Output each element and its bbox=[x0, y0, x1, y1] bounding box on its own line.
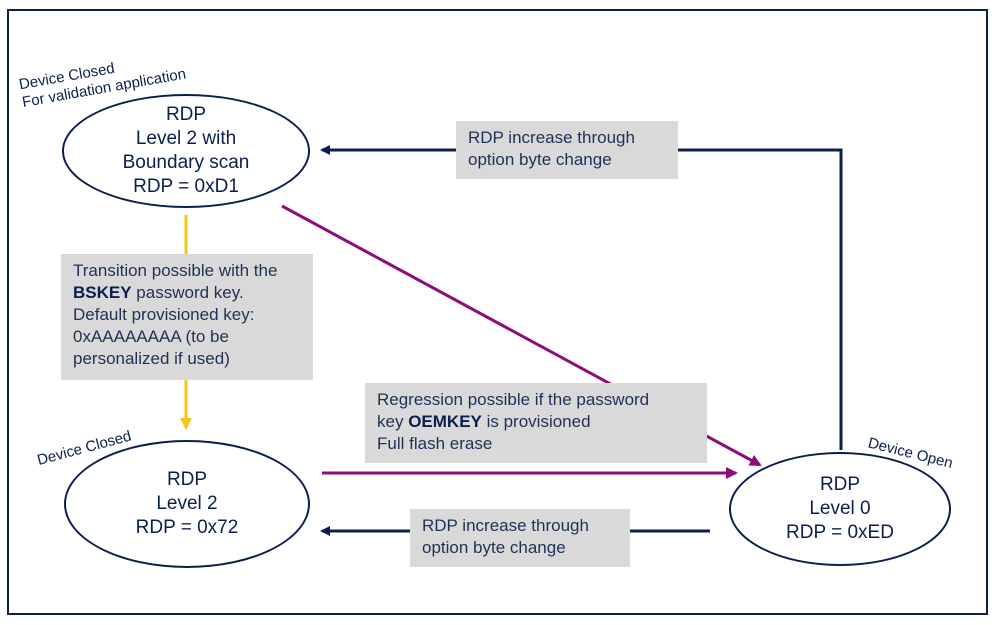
diagram-frame bbox=[7, 9, 988, 615]
state-line: Level 0 bbox=[809, 498, 871, 519]
state-level0: RDP Level 0 RDP = 0xED bbox=[729, 452, 951, 566]
note-line: Default provisioned key: bbox=[73, 305, 255, 324]
note-line: BSKEY password key. bbox=[73, 282, 301, 304]
note-line: Transition possible with the bbox=[73, 261, 278, 280]
oemkey-label: OEMKEY bbox=[408, 412, 482, 431]
state-line: RDP = 0x72 bbox=[135, 517, 239, 538]
note-line: personalized if used) bbox=[73, 349, 230, 368]
note-bottom-increase: RDP increase through option byte change bbox=[410, 509, 630, 567]
note-line: Full flash erase bbox=[377, 434, 493, 453]
note-line: Regression possible if the password bbox=[377, 390, 650, 409]
state-line: RDP = 0xD1 bbox=[133, 176, 239, 197]
note-line: 0xAAAAAAAA (to be bbox=[73, 327, 229, 346]
state-line: RDP bbox=[166, 469, 208, 490]
note-regression: Regression possible if the password key … bbox=[365, 383, 707, 463]
note-text: key bbox=[377, 412, 409, 431]
note-top-increase: RDP increase through option byte change bbox=[456, 121, 678, 179]
state-level2-boundary-scan: RDP Level 2 with Boundary scan RDP = 0xD… bbox=[62, 94, 310, 208]
state-line: RDP = 0xED bbox=[786, 522, 894, 543]
note-line: RDP increase through bbox=[468, 128, 635, 147]
note-text: password key. bbox=[131, 283, 244, 302]
state-line: Boundary scan bbox=[122, 152, 250, 173]
note-bskey: Transition possible with the BSKEY passw… bbox=[61, 254, 313, 380]
note-line: key OEMKEY is provisioned bbox=[377, 411, 695, 433]
state-line: Level 2 with bbox=[135, 128, 237, 149]
note-line: RDP increase through bbox=[422, 516, 589, 535]
state-line: RDP bbox=[819, 474, 861, 495]
state-line: RDP bbox=[165, 104, 207, 125]
note-text: is provisioned bbox=[481, 412, 591, 431]
state-level2: RDP Level 2 RDP = 0x72 bbox=[64, 440, 310, 568]
state-line: Level 2 bbox=[156, 493, 218, 514]
bskey-label: BSKEY bbox=[73, 283, 132, 302]
note-line: option byte change bbox=[468, 150, 612, 169]
note-line: option byte change bbox=[422, 538, 566, 557]
